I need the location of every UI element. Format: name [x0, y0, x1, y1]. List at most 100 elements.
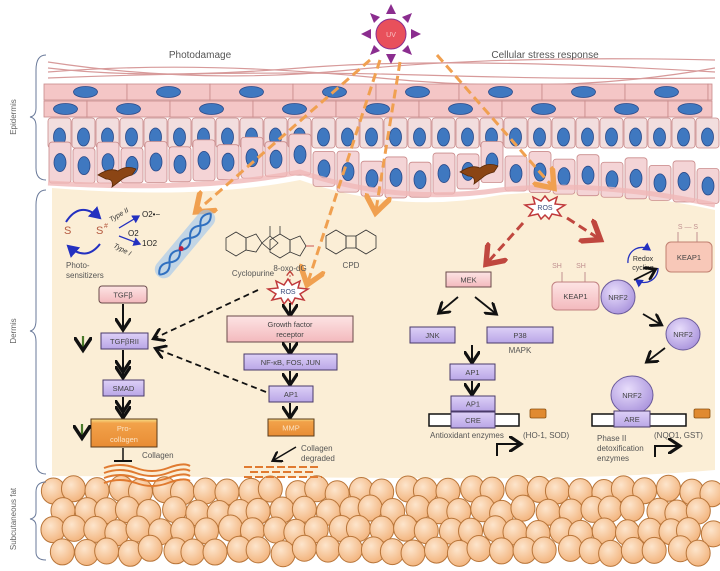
svg-text:AP1: AP1 — [465, 368, 479, 377]
tgfb-box: TGFβ — [98, 285, 148, 304]
fat-cell — [400, 539, 426, 567]
uv-arrows — [198, 54, 552, 282]
nucleus — [605, 127, 618, 147]
fat-cell — [641, 536, 667, 564]
antioxidant-enzymes-label: Antioxidant enzymes — [430, 431, 504, 440]
svg-text:ARE: ARE — [624, 415, 639, 424]
cyclopurine-structure — [225, 226, 279, 257]
tgfbrii-box: TGFβRII — [100, 332, 149, 350]
nucleus — [581, 127, 594, 147]
dermis-layer — [52, 180, 715, 479]
svg-text:TGFβ: TGFβ — [113, 291, 133, 300]
fat-cell — [315, 535, 341, 563]
nucleus — [116, 103, 141, 115]
svg-text:CRE: CRE — [465, 416, 481, 425]
lesion-cpd: CPD — [343, 261, 360, 270]
nucleus — [488, 86, 513, 98]
svg-text:receptor: receptor — [276, 330, 304, 339]
svg-text:S — S: S — S — [678, 224, 699, 231]
collagen-degraded-label-2: degraded — [301, 454, 335, 463]
nucleus — [701, 176, 715, 196]
nucleus — [173, 154, 187, 174]
degraded-collagen-icon — [244, 466, 322, 478]
svg-text:MEK: MEK — [460, 276, 476, 285]
svg-text:NRF2: NRF2 — [608, 293, 628, 302]
epidermis-cells — [43, 83, 720, 204]
nucleus — [701, 127, 714, 147]
phase2-label-2: detoxification — [597, 444, 644, 453]
s-excited-mark: # — [104, 223, 108, 230]
svg-text:KEAP1: KEAP1 — [677, 253, 701, 262]
nucleus — [653, 127, 666, 147]
fat-cell — [557, 534, 583, 562]
keap1-oxidized: S — S KEAP1 — [665, 224, 713, 273]
nucleus — [197, 150, 211, 170]
ros-burst-photodamage: ROS — [265, 277, 311, 306]
svg-text:AP1: AP1 — [284, 390, 298, 399]
fat-cell — [49, 538, 75, 566]
fiber-line — [47, 66, 716, 86]
jnk-box: JNK — [409, 326, 456, 344]
fat-cell — [598, 539, 624, 567]
fat-label: Subcutaneous fat — [9, 487, 18, 550]
fiber-line — [47, 58, 716, 77]
svg-text:AP1: AP1 — [466, 400, 480, 409]
nucleus — [461, 127, 474, 147]
nucleus — [317, 159, 331, 179]
are-promoter: NRF2 ARE — [591, 375, 687, 428]
nucleus — [77, 127, 90, 147]
fat-cell — [489, 537, 515, 565]
transcription-arrow-icon — [654, 446, 678, 457]
nucleus — [557, 167, 571, 187]
cre-promoter: AP1 CRE — [428, 395, 520, 429]
svg-text:TGFβRII: TGFβRII — [110, 337, 139, 346]
svg-text:Pro-: Pro- — [117, 424, 132, 433]
nucleus — [293, 145, 307, 164]
inhibition-bar — [114, 448, 132, 462]
nucleus — [173, 127, 186, 147]
epidermis-bracket — [29, 54, 47, 181]
phase2-genes-label: (NQO1, GST) — [654, 431, 703, 440]
lesion-cyclopurine: Cyclopurine — [232, 269, 275, 278]
melanocyte-icon — [97, 167, 137, 188]
uv-arrow-ros — [308, 59, 382, 282]
epidermis-label: Epidermis — [9, 99, 18, 135]
stress-response-header: Cellular stress response — [491, 50, 599, 61]
svg-text:SMAD: SMAD — [113, 384, 135, 393]
nucleus — [557, 127, 570, 147]
nucleus — [437, 164, 451, 183]
collagen-label: Collagen — [142, 451, 174, 460]
fiber-line — [47, 62, 716, 75]
nfkb-fos-jun-box: NF-κB, FOS, JUN — [243, 353, 338, 371]
collagen-fibers-icon — [103, 463, 191, 487]
svg-text:KEAP1: KEAP1 — [563, 292, 587, 301]
nrf2-bound: NRF2 — [600, 279, 636, 315]
ros-burst-stress: ROS — [522, 194, 568, 221]
lesion-8-oxo-dg: 8-oxo-dG — [273, 264, 306, 273]
nucleus — [341, 127, 354, 147]
ros-label-stress: ROS — [537, 205, 553, 212]
fat-cell — [619, 494, 645, 522]
uv-arrow-stress — [435, 54, 552, 186]
nucleus — [413, 170, 427, 190]
dermis-bracket — [29, 189, 47, 475]
uv-arrow-dna — [198, 58, 371, 210]
mek-box: MEK — [445, 271, 492, 288]
nucleus — [101, 153, 115, 173]
smad-box: SMAD — [102, 379, 145, 397]
svg-text:Growth factor: Growth factor — [267, 320, 313, 329]
nucleus — [221, 152, 235, 172]
ros-inhibits-tgfbrii — [155, 289, 259, 338]
fat-cell — [137, 534, 163, 562]
uv-sun-icon: UV — [361, 4, 421, 64]
svg-text:JNK: JNK — [425, 331, 439, 340]
nucleus — [629, 168, 643, 188]
nucleus — [654, 86, 679, 98]
ros-to-keap1-arrow — [566, 216, 598, 238]
nucleus — [77, 156, 91, 176]
antioxidant-genes-label: (HO-1, SOD) — [523, 431, 570, 440]
fat-cell — [202, 538, 228, 566]
fat-cell — [303, 516, 329, 544]
nucleus — [317, 127, 330, 147]
